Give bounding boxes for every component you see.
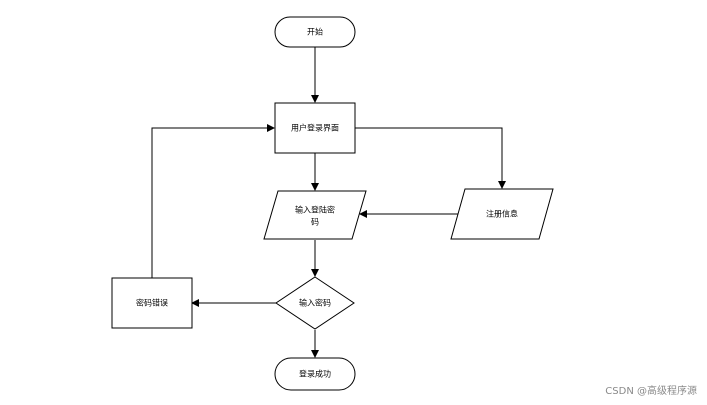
input-password-label: 输入密码 [299,298,331,308]
edge-password-error-to-login-ui [151,124,275,278]
input-login-password-label-line2: 码 [311,218,319,227]
input-login-password-label-line1: 输入登陆密 [295,205,335,215]
csdn-watermark: CSDN @高级程序源 [605,386,697,397]
login-ui-label: 用户登录界面 [291,123,339,133]
login-success-node: 登录成功 [274,357,356,391]
register-info-label: 注册信息 [486,209,518,219]
start-label: 开始 [307,27,323,37]
flow-edges [151,47,506,358]
register-info-node: 注册信息 [450,188,554,240]
edge-login-ui-to-register [355,127,506,189]
password-error-node: 密码错误 [111,277,193,329]
start-node: 开始 [274,16,356,48]
login-success-label: 登录成功 [299,369,331,379]
input-password-decision-node: 输入密码 [275,276,355,330]
input-login-password-node: 输入登陆密 码 [263,190,367,240]
login-ui-node: 用户登录界面 [274,102,356,154]
password-error-label: 密码错误 [136,298,168,308]
